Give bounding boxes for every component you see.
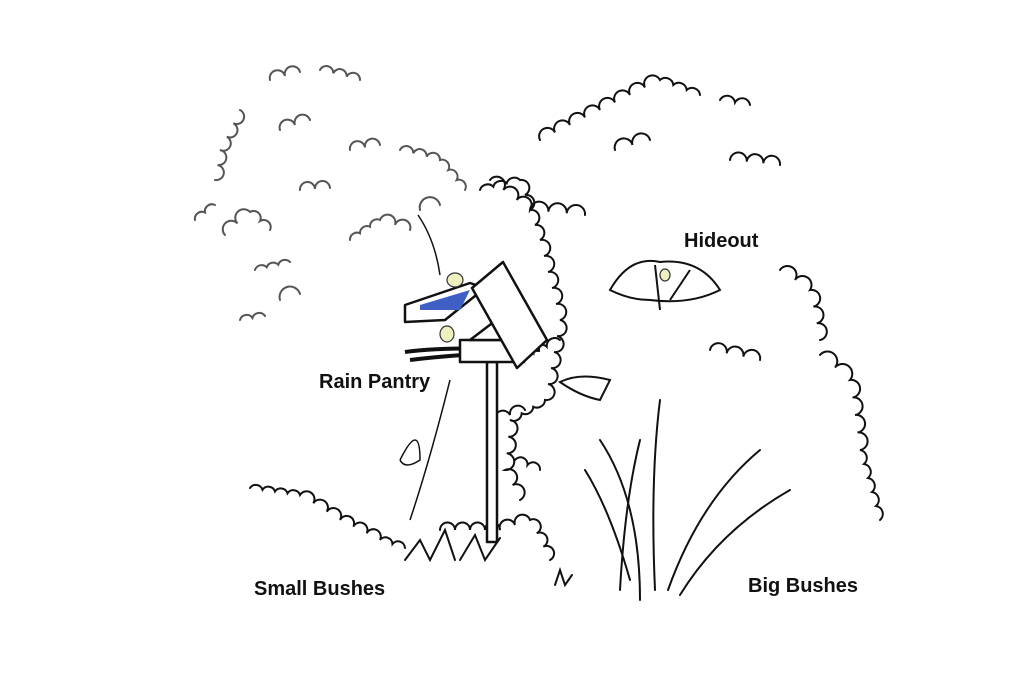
bush-outline-stroke bbox=[709, 342, 762, 361]
small-bush-stroke bbox=[439, 513, 556, 561]
grass-blade bbox=[599, 439, 641, 601]
grass-blade bbox=[679, 489, 791, 596]
tree-leaf-stroke bbox=[214, 109, 246, 182]
grass-blade bbox=[459, 532, 501, 563]
tree-leaf-stroke bbox=[348, 137, 381, 151]
small-bushes-drawing bbox=[249, 456, 556, 561]
tree-leaf-stroke bbox=[193, 203, 216, 221]
grass-blade bbox=[584, 469, 631, 581]
bush-outline-stroke bbox=[779, 265, 828, 341]
tree-leaf-stroke bbox=[239, 312, 266, 321]
tree-leaf-stroke bbox=[349, 213, 412, 241]
bush-outline-stroke bbox=[538, 74, 701, 141]
tree-leaf-stroke bbox=[299, 180, 331, 191]
bird-icon bbox=[439, 268, 671, 343]
tree-leaf-stroke bbox=[319, 65, 362, 81]
big-bushes-drawing bbox=[479, 74, 884, 521]
grass-blade bbox=[619, 439, 641, 591]
bush-outline-stroke bbox=[613, 132, 651, 151]
grass-blade bbox=[667, 449, 761, 591]
tree-leaf-stroke bbox=[221, 208, 272, 236]
hideout-drawing bbox=[558, 259, 722, 402]
grass-blade bbox=[404, 527, 456, 563]
label-big-bushes: Big Bushes bbox=[748, 575, 859, 597]
small-bush-stroke bbox=[249, 483, 406, 549]
grass-blade bbox=[652, 399, 661, 591]
bird-feeder bbox=[403, 260, 671, 544]
bush-outline-stroke bbox=[479, 176, 568, 501]
tree-leaf-stroke bbox=[278, 113, 311, 131]
tree-leaf-stroke bbox=[399, 145, 467, 191]
label-small-bushes: Small Bushes bbox=[254, 578, 386, 600]
pointer-line bbox=[417, 214, 441, 276]
tree-leaf-stroke bbox=[418, 196, 441, 211]
label-hideout: Hideout bbox=[684, 230, 759, 252]
bush-outline-stroke bbox=[489, 175, 587, 216]
background-tree bbox=[193, 65, 467, 321]
feeder-post bbox=[485, 360, 499, 544]
bush-outline-stroke bbox=[729, 151, 782, 166]
tray-water bbox=[420, 290, 470, 310]
bush-outline-stroke bbox=[719, 94, 751, 106]
pointer-line bbox=[399, 379, 451, 521]
tree-leaf-stroke bbox=[278, 285, 301, 301]
tree-leaf-stroke bbox=[254, 258, 291, 271]
tree-leaf-stroke bbox=[268, 65, 301, 81]
grass-blade bbox=[554, 566, 573, 588]
bush-outline-stroke bbox=[819, 350, 884, 521]
grass-strokes bbox=[404, 399, 791, 601]
label-rain-pantry: Rain Pantry bbox=[319, 371, 431, 393]
feeder-roof bbox=[470, 260, 549, 370]
small-bush-stroke bbox=[514, 456, 542, 471]
